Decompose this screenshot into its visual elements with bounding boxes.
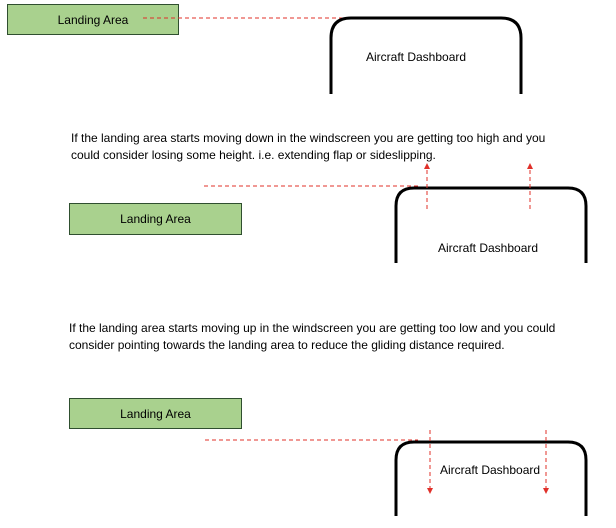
- dashboard-outline: [394, 186, 588, 263]
- landing-area-box: Landing Area: [69, 398, 242, 429]
- landing-area-box: Landing Area: [7, 4, 179, 35]
- caption-line: If the landing area starts moving up in …: [69, 321, 556, 335]
- dashboard-label: Aircraft Dashboard: [438, 241, 539, 255]
- landing-area-box: Landing Area: [69, 203, 242, 235]
- dashboard-outline: [329, 16, 523, 94]
- caption-too-high: If the landing area starts moving down i…: [71, 130, 545, 164]
- landing-area-label: Landing Area: [57, 12, 129, 27]
- dashboard-label: Aircraft Dashboard: [366, 50, 467, 64]
- caption-line: consider pointing towards the landing ar…: [69, 338, 505, 352]
- landing-area-label: Landing Area: [120, 212, 191, 226]
- dashboard-label: Aircraft Dashboard: [440, 463, 541, 477]
- caption-line: If the landing area starts moving down i…: [71, 131, 546, 145]
- caption-line: could consider losing some height. i.e. …: [71, 148, 436, 162]
- landing-area-label: Landing Area: [120, 406, 191, 421]
- caption-too-low: If the landing area starts moving up in …: [69, 320, 555, 354]
- dashboard-outline: [394, 440, 588, 516]
